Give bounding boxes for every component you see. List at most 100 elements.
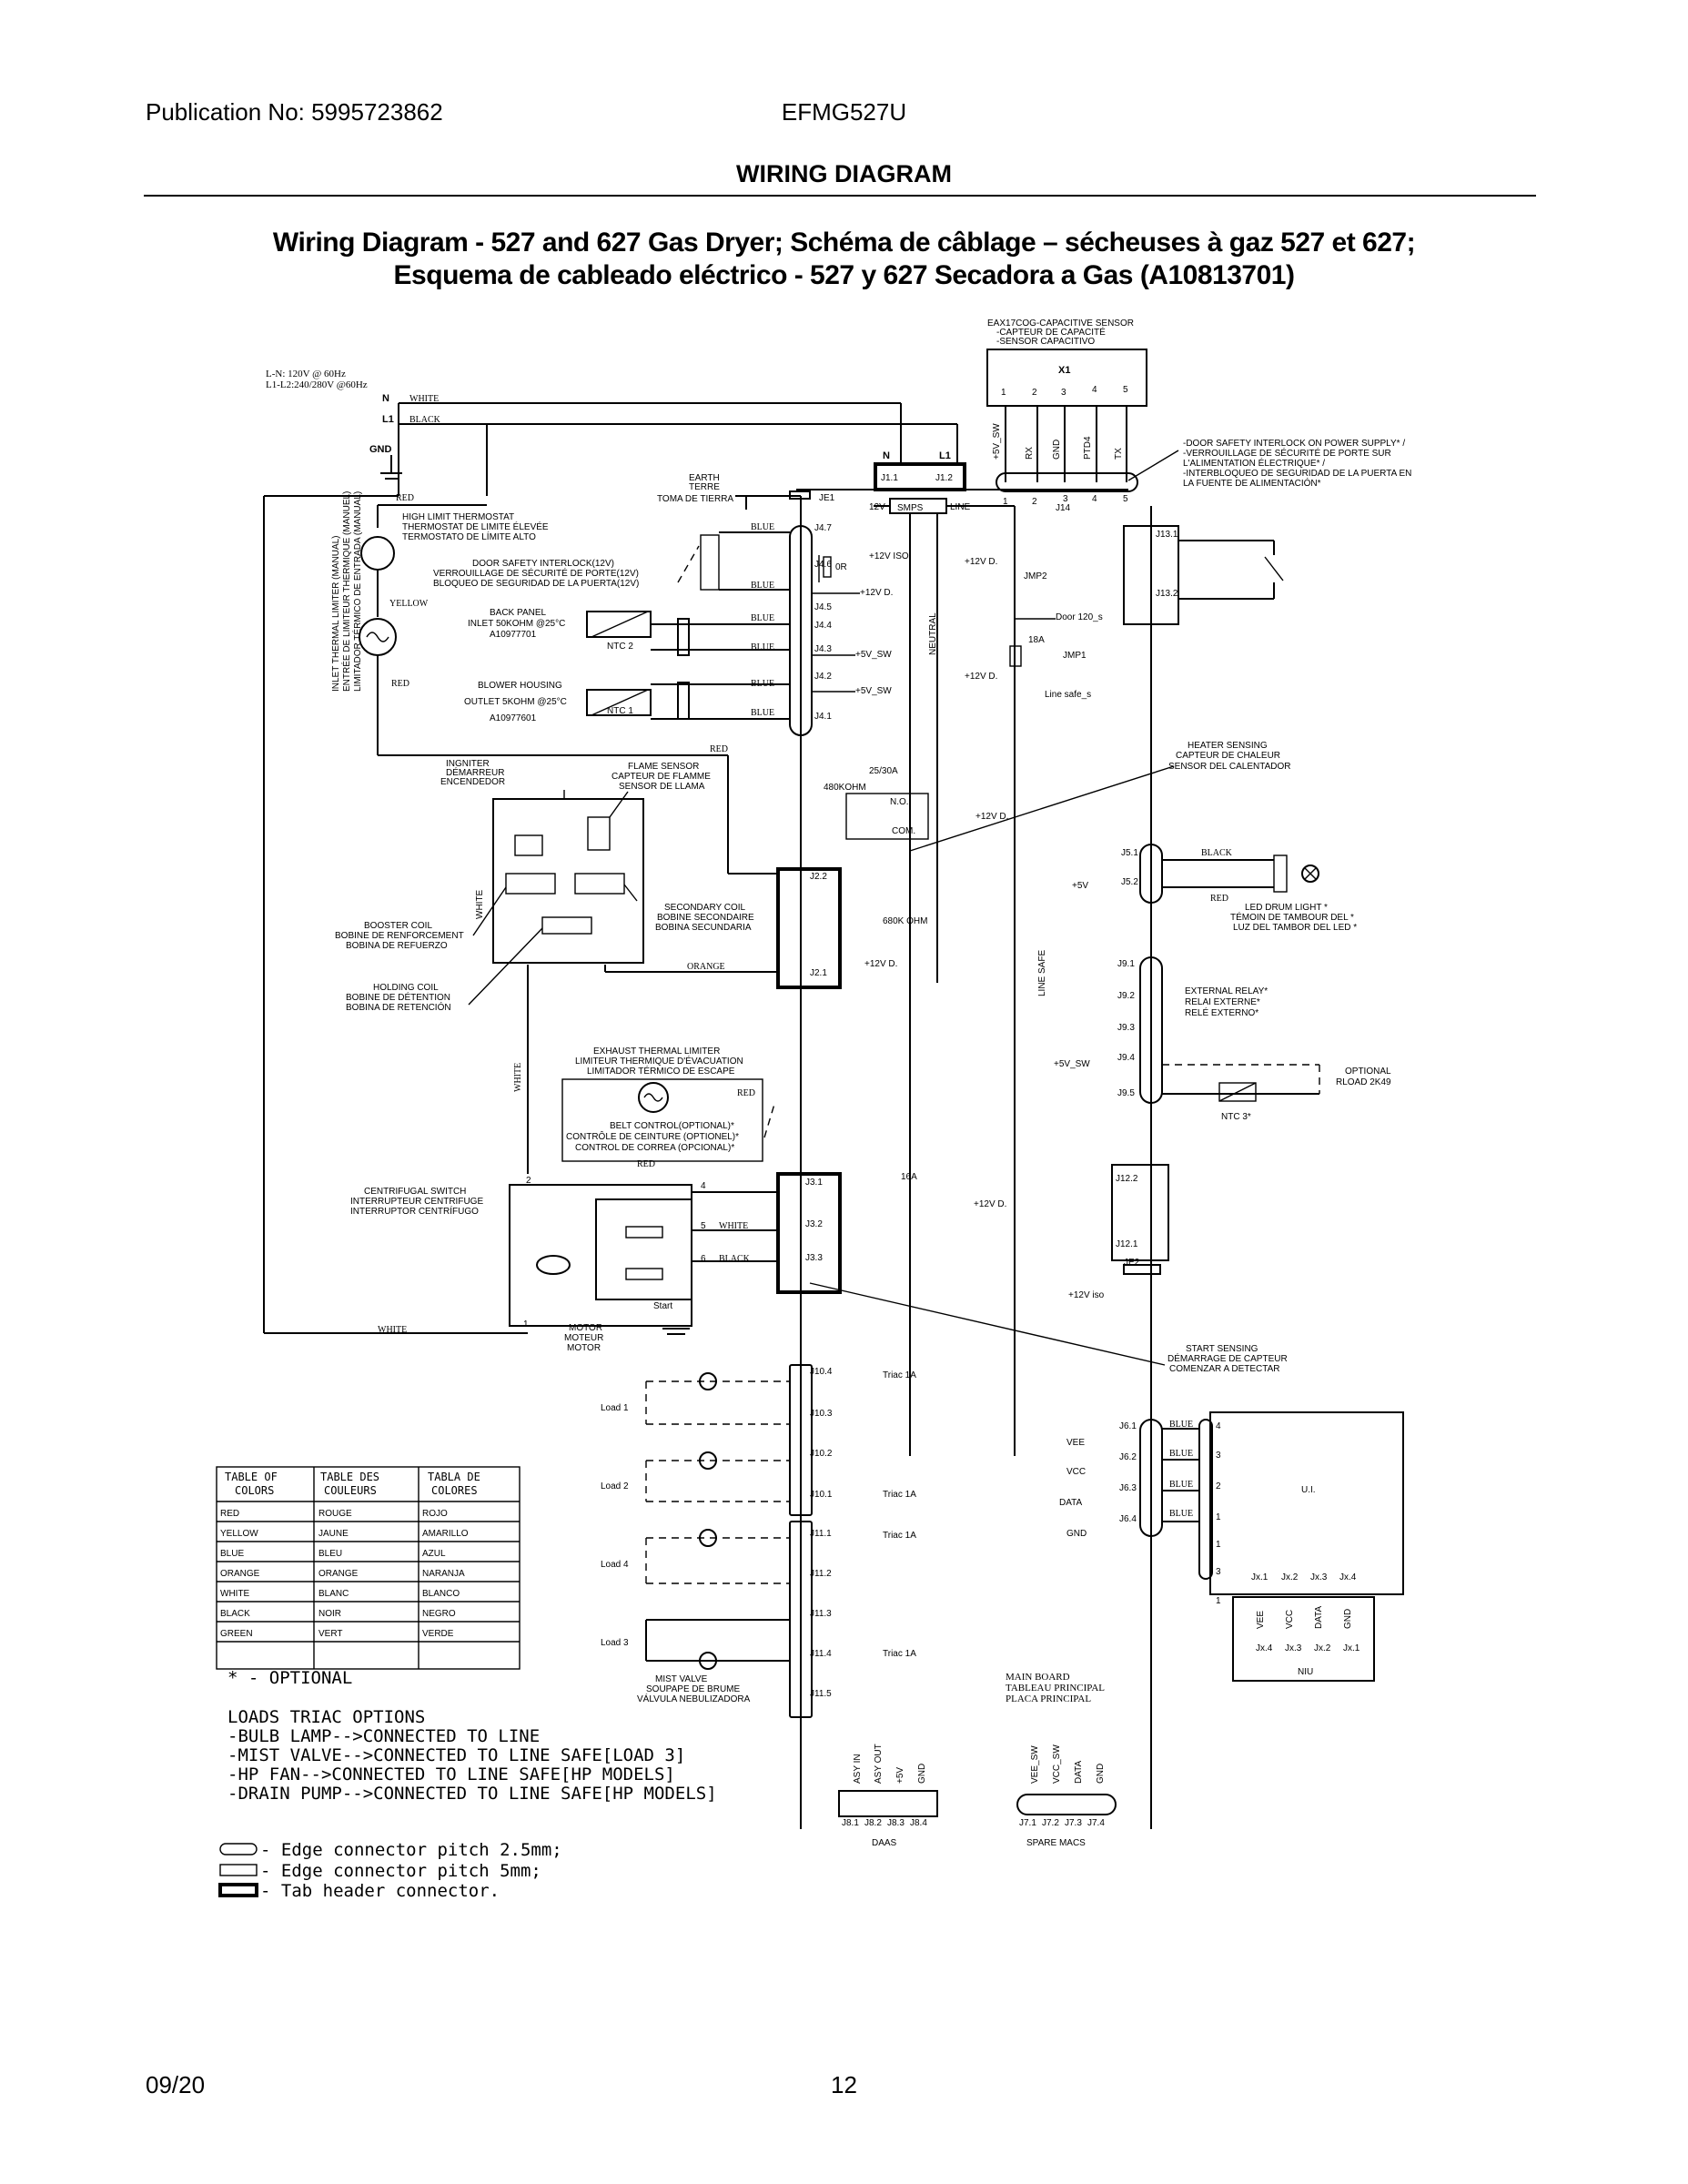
svg-text:EARTH: EARTH	[689, 473, 720, 483]
svg-text:-VERROUILLAGE DE SÉCURITÉ DE P: -VERROUILLAGE DE SÉCURITÉ DE PORTE SUR	[1183, 447, 1391, 459]
svg-text:BLUE: BLUE	[751, 613, 774, 623]
svg-text:Start: Start	[653, 1301, 672, 1311]
svg-text:J11.4: J11.4	[810, 1649, 832, 1659]
svg-text:VERT: VERT	[318, 1629, 343, 1639]
svg-text:6: 6	[701, 1254, 706, 1264]
svg-text:VCC: VCC	[1066, 1467, 1086, 1477]
svg-text:BLUE: BLUE	[1169, 1509, 1193, 1519]
svg-text:GND: GND	[917, 1764, 927, 1784]
svg-text:BLOWER HOUSING: BLOWER HOUSING	[478, 681, 562, 691]
svg-text:Line safe_s: Line safe_s	[1045, 690, 1091, 700]
svg-text:FLAME SENSOR: FLAME SENSOR	[628, 762, 699, 772]
svg-text:LINE: LINE	[950, 502, 971, 512]
svg-text:5: 5	[1123, 494, 1128, 504]
svg-text:480KOHM: 480KOHM	[824, 783, 866, 793]
svg-text:PLACA PRINCIPAL: PLACA PRINCIPAL	[1006, 1694, 1091, 1704]
svg-text:VÁLVULA NEBULIZADORA: VÁLVULA NEBULIZADORA	[637, 1693, 751, 1704]
svg-text:YELLOW: YELLOW	[220, 1529, 258, 1539]
section-title: WIRING DIAGRAM	[736, 160, 952, 187]
svg-text:TÉMOIN DE TAMBOUR DEL *: TÉMOIN DE TAMBOUR DEL *	[1230, 911, 1354, 923]
svg-text:-INTERBLOQUEO DE SEGURIDAD DE: -INTERBLOQUEO DE SEGURIDAD DE LA PUERTA …	[1183, 469, 1411, 479]
svg-text:INLET 50KOHM @25°C: INLET 50KOHM @25°C	[468, 619, 565, 629]
led-drum-light: J5.1 J5.2 +5V BLACK RED LED DRUM LIGHT *…	[1072, 844, 1357, 933]
optional-note: * - OPTIONAL	[227, 1668, 352, 1688]
wire-label-red-mid: RED	[391, 679, 409, 689]
svg-text:2: 2	[1032, 388, 1037, 398]
svg-text:N: N	[883, 450, 890, 461]
svg-text:12V: 12V	[869, 502, 885, 512]
svg-text:J10.3: J10.3	[810, 1409, 833, 1419]
svg-text:INTERRUPTEUR CENTRIFUGE: INTERRUPTEUR CENTRIFUGE	[350, 1197, 483, 1207]
svg-text:- Tab header connector.: - Tab header connector.	[260, 1881, 500, 1901]
supply-line2: L1-L2:240/280V @60Hz	[266, 379, 368, 390]
svg-text:VEE: VEE	[1066, 1438, 1085, 1448]
svg-text:VERDE: VERDE	[422, 1629, 454, 1639]
wire-label-yellow: YELLOW	[389, 599, 429, 609]
svg-text:NTC 3*: NTC 3*	[1221, 1112, 1251, 1122]
inlet-limiter-label: INLET THERMAL LIMITER (MANUAL) ENTRÉE DE…	[331, 491, 363, 692]
color-table-header-en-1: TABLE OF	[225, 1471, 278, 1483]
svg-text:Jx.3: Jx.3	[1310, 1572, 1328, 1582]
svg-text:+12V ISO: +12V ISO	[869, 551, 909, 561]
svg-text:J6.1: J6.1	[1119, 1421, 1137, 1431]
daas-connector: ASY IN ASY OUT +5V GND J8.1 J8.2 J8.3 J8…	[838, 1744, 938, 1848]
svg-text:MOTOR: MOTOR	[569, 1323, 602, 1333]
svg-text:-SENSOR CAPACITIVO: -SENSOR CAPACITIVO	[996, 337, 1095, 347]
svg-text:+12V D.: +12V D.	[975, 812, 1008, 822]
svg-text:WHITE: WHITE	[719, 1221, 748, 1231]
svg-text:U.I.: U.I.	[1301, 1485, 1316, 1495]
high-limit-thermostat-label: HIGH LIMIT THERMOSTAT THERMOSTAT DE LIMI…	[402, 512, 549, 542]
svg-text:J9.5: J9.5	[1117, 1088, 1135, 1098]
svg-text:J9.1: J9.1	[1117, 959, 1135, 969]
svg-text:J4.2: J4.2	[814, 672, 832, 682]
color-table-header-fr-2: COULEURS	[324, 1484, 377, 1497]
svg-text:J11.3: J11.3	[810, 1609, 832, 1619]
svg-text:16A: 16A	[901, 1172, 917, 1182]
svg-text:BOBINE DE RENFORCEMENT: BOBINE DE RENFORCEMENT	[335, 931, 464, 941]
svg-text:4: 4	[1216, 1421, 1221, 1431]
svg-text:Triac 1A: Triac 1A	[883, 1370, 916, 1380]
svg-text:JMP1: JMP1	[1063, 651, 1087, 661]
svg-text:Load 3: Load 3	[601, 1638, 629, 1648]
svg-text:HIGH LIMIT THERMOSTAT: HIGH LIMIT THERMOSTAT	[402, 512, 514, 522]
svg-text:EXHAUST THERMAL LIMITER: EXHAUST THERMAL LIMITER	[593, 1046, 720, 1057]
svg-text:J13.2: J13.2	[1156, 589, 1178, 599]
svg-text:3: 3	[1061, 388, 1066, 398]
svg-text:J9.2: J9.2	[1117, 991, 1135, 1001]
svg-text:VCC: VCC	[1285, 1610, 1295, 1629]
svg-text:COM.: COM.	[892, 826, 915, 836]
svg-text:0R: 0R	[835, 562, 847, 572]
footer-date: 09/20	[146, 2071, 206, 2098]
svg-text:BOBINA SECUNDARIA: BOBINA SECUNDARIA	[655, 923, 752, 933]
svg-text:Jx.4: Jx.4	[1256, 1643, 1273, 1653]
supply-gnd: GND	[369, 444, 392, 455]
page-number: 12	[831, 2071, 857, 2098]
svg-text:SENSOR DEL CALENTADOR: SENSOR DEL CALENTADOR	[1168, 762, 1290, 772]
svg-text:NTC 1: NTC 1	[607, 706, 633, 716]
svg-text:J7.4: J7.4	[1087, 1818, 1105, 1828]
svg-text:VEE: VEE	[1256, 1611, 1266, 1629]
supply-n: N	[382, 393, 389, 404]
svg-text:+12V D.: +12V D.	[864, 959, 897, 969]
publication-number: Publication No: 5995723862	[146, 98, 443, 126]
svg-text:Load 2: Load 2	[601, 1481, 629, 1491]
svg-text:VCC_SW: VCC_SW	[1052, 1744, 1062, 1784]
svg-text:+5V_SW: +5V_SW	[1054, 1059, 1090, 1069]
model-number: EFMG527U	[781, 98, 907, 126]
svg-text:J12.1: J12.1	[1116, 1239, 1138, 1249]
wire-label-black: BLACK	[409, 415, 441, 425]
loads-title: LOADS TRIAC OPTIONS	[227, 1707, 425, 1727]
svg-text:Door 120_s: Door 120_s	[1056, 612, 1103, 622]
svg-text:RLOAD 2K49: RLOAD 2K49	[1336, 1077, 1391, 1087]
main-board-power: N L1 J1.1 J1.2 EARTH TERRE TOMA DE TIERR…	[657, 403, 1128, 514]
svg-text:J4.4: J4.4	[814, 621, 832, 631]
svg-text:SMPS: SMPS	[897, 503, 924, 513]
svg-text:Triac 1A: Triac 1A	[883, 1531, 916, 1541]
svg-text:TABLEAU PRINCIPAL: TABLEAU PRINCIPAL	[1006, 1683, 1105, 1694]
svg-text:BOBINE DE DÉTENTION: BOBINE DE DÉTENTION	[346, 991, 450, 1003]
svg-text:GND: GND	[1052, 440, 1062, 460]
svg-text:VEE_SW: VEE_SW	[1030, 1745, 1040, 1784]
svg-text:ROJO: ROJO	[422, 1509, 448, 1519]
svg-text:J2.1: J2.1	[810, 968, 827, 978]
svg-text:J1.1: J1.1	[881, 473, 898, 483]
